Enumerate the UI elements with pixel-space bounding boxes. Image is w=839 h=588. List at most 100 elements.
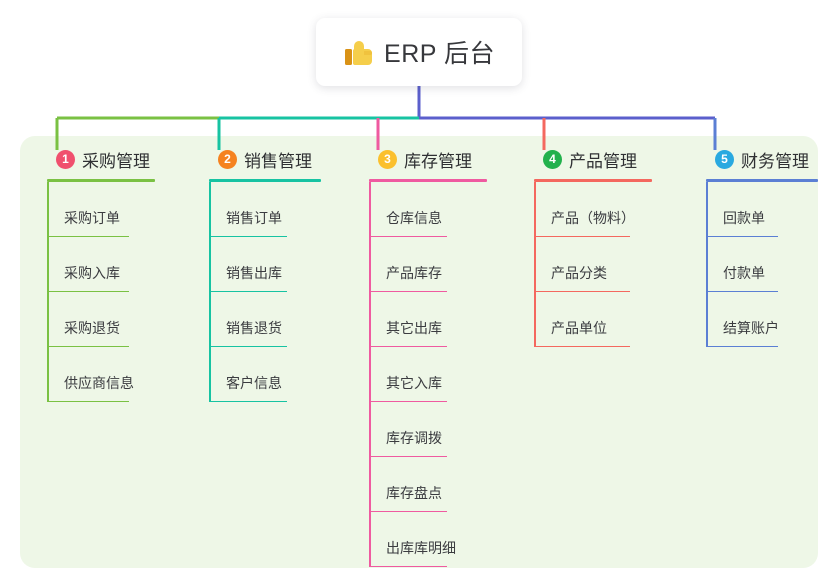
list-item[interactable]: 出库库明细 xyxy=(360,512,508,567)
column-item-list: 采购订单采购入库采购退货供应商信息 xyxy=(38,182,188,402)
list-item[interactable]: 仓库信息 xyxy=(360,182,508,237)
branch-column-库存管理: 3 库存管理仓库信息产品库存其它出库其它入库库存调拨库存盘点出库库明细 xyxy=(360,146,508,567)
column-number-badge: 2 xyxy=(218,149,237,169)
list-item-underline xyxy=(369,290,447,292)
list-item-underline xyxy=(369,565,447,567)
list-item-label: 付款单 xyxy=(723,265,765,281)
list-item-underline xyxy=(209,400,287,402)
branch-column-销售管理: 2 销售管理销售订单销售出库销售退货客户信息 xyxy=(200,146,340,402)
list-item-underline xyxy=(209,235,287,237)
content-panel xyxy=(20,136,818,568)
list-item-label: 库存调拨 xyxy=(386,430,442,446)
list-item[interactable]: 产品单位 xyxy=(525,292,675,347)
list-item-label: 销售出库 xyxy=(226,265,282,281)
column-item-list: 仓库信息产品库存其它出库其它入库库存调拨库存盘点出库库明细 xyxy=(360,182,508,567)
column-title: 采购管理 xyxy=(82,151,150,171)
list-item[interactable]: 销售订单 xyxy=(200,182,340,237)
column-spine xyxy=(369,182,371,567)
list-item-label: 客户信息 xyxy=(226,375,282,391)
list-item-label: 产品分类 xyxy=(551,265,607,281)
column-number-badge: 3 xyxy=(378,149,397,169)
list-item-label: 库存盘点 xyxy=(386,485,442,501)
branch-column-采购管理: 1 采购管理采购订单采购入库采购退货供应商信息 xyxy=(38,146,188,402)
column-item-list: 销售订单销售出库销售退货客户信息 xyxy=(200,182,340,402)
column-rule xyxy=(534,179,652,182)
column-title: 销售管理 xyxy=(244,151,312,171)
list-item-label: 供应商信息 xyxy=(64,375,134,391)
list-item[interactable]: 库存盘点 xyxy=(360,457,508,512)
list-item-label: 结算账户 xyxy=(723,320,779,336)
column-header[interactable]: 4 产品管理 xyxy=(525,146,675,172)
list-item-label: 仓库信息 xyxy=(386,210,442,226)
list-item-label: 销售退货 xyxy=(226,320,282,336)
list-item[interactable]: 产品分类 xyxy=(525,237,675,292)
column-number-badge: 4 xyxy=(543,149,562,169)
list-item-label: 其它出库 xyxy=(386,320,442,336)
list-item-underline xyxy=(369,510,447,512)
thumbs-up-icon xyxy=(343,37,373,67)
list-item-label: 销售订单 xyxy=(226,210,282,226)
column-header[interactable]: 2 销售管理 xyxy=(200,146,340,172)
list-item-label: 产品单位 xyxy=(551,320,607,336)
list-item-label: 采购入库 xyxy=(64,265,120,281)
list-item-label: 采购订单 xyxy=(64,210,120,226)
list-item-underline xyxy=(369,345,447,347)
list-item-label: 回款单 xyxy=(723,210,765,226)
list-item-underline xyxy=(369,400,447,402)
list-item-underline xyxy=(706,235,778,237)
list-item[interactable]: 产品库存 xyxy=(360,237,508,292)
column-item-list: 产品（物料） 产品分类产品单位 xyxy=(525,182,675,347)
list-item[interactable]: 其它出库 xyxy=(360,292,508,347)
list-item-underline xyxy=(534,290,630,292)
list-item[interactable]: 付款单 xyxy=(697,237,832,292)
list-item-underline xyxy=(369,235,447,237)
list-item-label: 其它入库 xyxy=(386,375,442,391)
column-header[interactable]: 5 财务管理 xyxy=(697,146,832,172)
list-item-underline xyxy=(209,290,287,292)
list-item[interactable]: 结算账户 xyxy=(697,292,832,347)
column-number-badge: 5 xyxy=(715,149,734,169)
column-spine xyxy=(47,182,49,402)
list-item-underline xyxy=(47,345,129,347)
list-item[interactable]: 采购入库 xyxy=(38,237,188,292)
column-item-list: 回款单付款单结算账户 xyxy=(697,182,832,347)
list-item[interactable]: 其它入库 xyxy=(360,347,508,402)
list-item-underline xyxy=(47,235,129,237)
list-item[interactable]: 客户信息 xyxy=(200,347,340,402)
column-title: 产品管理 xyxy=(569,151,637,171)
list-item[interactable]: 回款单 xyxy=(697,182,832,237)
list-item[interactable]: 销售出库 xyxy=(200,237,340,292)
column-rule xyxy=(209,179,321,182)
list-item-label: 出库库明细 xyxy=(386,540,456,556)
list-item-underline xyxy=(706,345,778,347)
column-spine xyxy=(706,182,708,347)
list-item[interactable]: 库存调拨 xyxy=(360,402,508,457)
list-item-label: 产品库存 xyxy=(386,265,442,281)
root-node[interactable]: ERP 后台 xyxy=(316,18,522,86)
column-header[interactable]: 3 库存管理 xyxy=(360,146,508,172)
list-item[interactable]: 产品（物料） xyxy=(525,182,675,237)
list-item-underline xyxy=(534,345,630,347)
column-spine xyxy=(534,182,536,347)
column-title: 财务管理 xyxy=(741,151,809,171)
list-item-underline xyxy=(209,345,287,347)
list-item-underline xyxy=(369,455,447,457)
list-item-label: 产品（物料） xyxy=(551,210,635,226)
branch-column-产品管理: 4 产品管理产品（物料） 产品分类产品单位 xyxy=(525,146,675,347)
column-header[interactable]: 1 采购管理 xyxy=(38,146,188,172)
column-rule xyxy=(47,179,155,182)
list-item[interactable]: 采购订单 xyxy=(38,182,188,237)
column-title: 库存管理 xyxy=(404,151,472,171)
column-rule xyxy=(706,179,818,182)
list-item[interactable]: 供应商信息 xyxy=(38,347,188,402)
root-title: ERP 后台 xyxy=(384,40,495,68)
list-item[interactable]: 采购退货 xyxy=(38,292,188,347)
column-number-badge: 1 xyxy=(56,149,75,169)
column-rule xyxy=(369,179,487,182)
list-item[interactable]: 销售退货 xyxy=(200,292,340,347)
list-item-underline xyxy=(47,400,129,402)
list-item-underline xyxy=(47,290,129,292)
list-item-underline xyxy=(706,290,778,292)
